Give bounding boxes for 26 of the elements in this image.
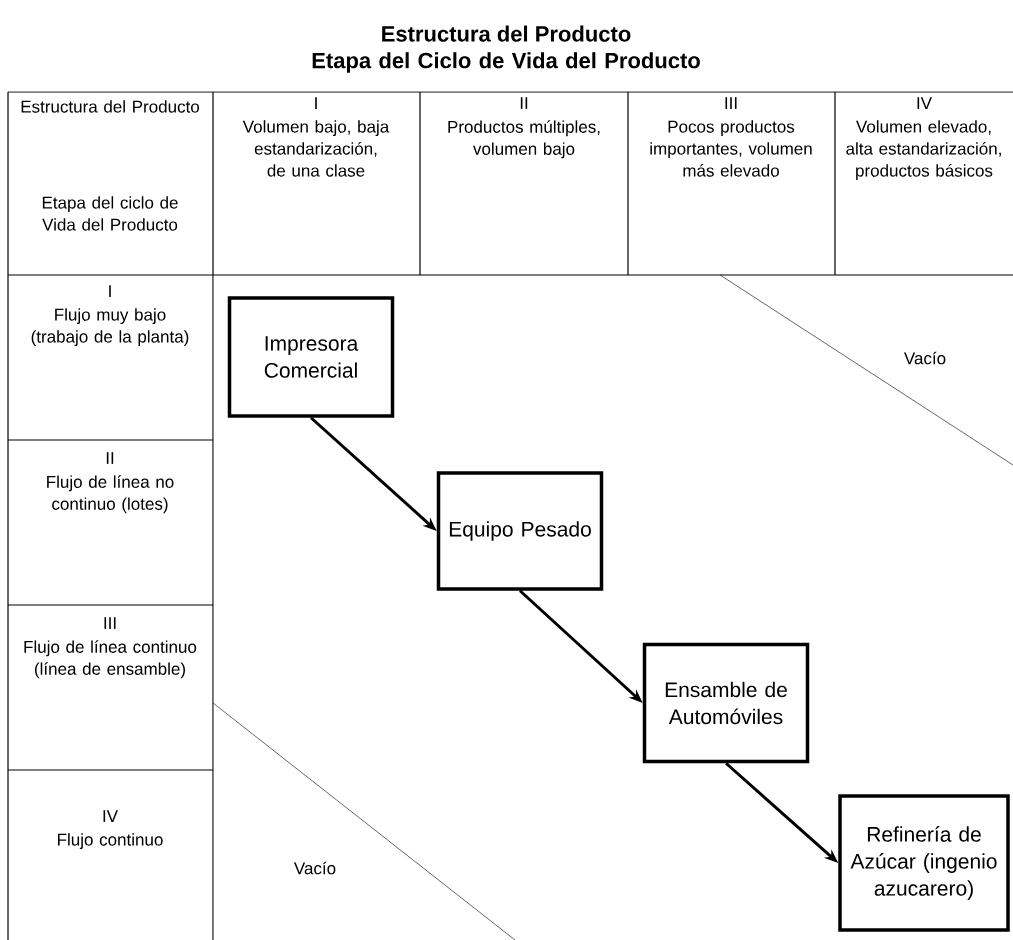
row-number: IV bbox=[103, 810, 118, 822]
process-box: Impresora Comercial bbox=[227, 296, 395, 418]
process-box: Refinería de Azúcar (ingenio azucarero) bbox=[838, 794, 1010, 932]
row-number: III bbox=[104, 617, 116, 629]
row-header: Flujo de línea no continuo (lotes) bbox=[47, 475, 174, 514]
process-box: Ensamble de Automóviles bbox=[642, 642, 810, 764]
column-header: Productos múltiples, volumen bajo bbox=[448, 120, 600, 159]
column-header: Pocos productos importantes, volumen más elevado bbox=[650, 120, 812, 177]
process-box: Equipo Pesado bbox=[436, 471, 604, 591]
row-header: Flujo muy bajo (trabajo de la planta) bbox=[31, 308, 189, 347]
header-text: Estructura del Producto bbox=[21, 100, 200, 113]
heading: Etapa del Ciclo de Vida del Producto bbox=[312, 52, 700, 73]
row-number: I bbox=[109, 285, 111, 297]
column-number: IV bbox=[917, 97, 932, 109]
region-label: Vacío bbox=[903, 351, 946, 365]
row-header: Flujo de línea continuo (línea de ensamble) bbox=[24, 640, 197, 679]
region-label: Vacío bbox=[294, 861, 336, 875]
row-number: II bbox=[106, 452, 114, 464]
column-number: I bbox=[315, 97, 317, 109]
column-number: II bbox=[520, 97, 528, 109]
column-number: III bbox=[725, 97, 737, 109]
heading: Estructura del Producto bbox=[382, 25, 631, 42]
header-text: Etapa del ciclo de Vida del Producto bbox=[42, 196, 178, 231]
column-header: Volumen bajo, baja estandarización, de una clase bbox=[242, 120, 390, 177]
column-header: Volumen elevado, alta estandarización, productos básicos bbox=[846, 120, 1001, 181]
row-header: Flujo continuo bbox=[58, 833, 163, 850]
